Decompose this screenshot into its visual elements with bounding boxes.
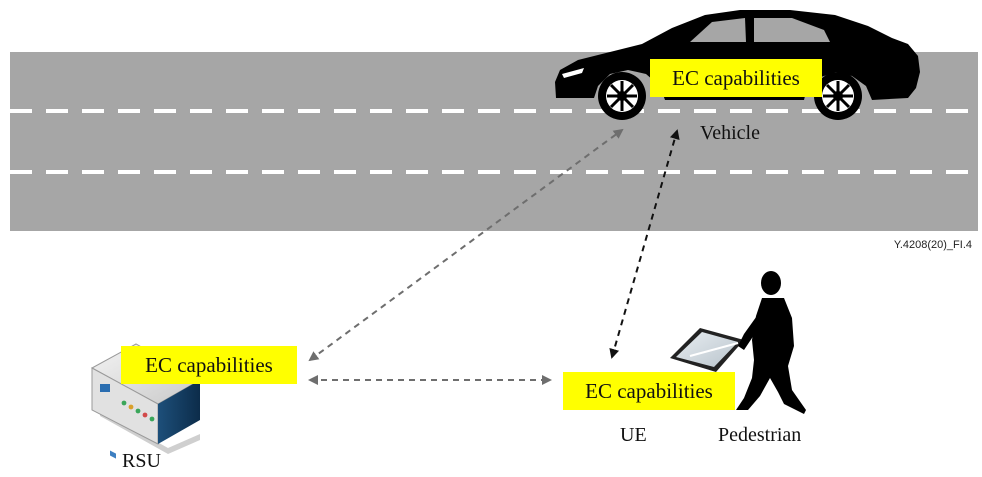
rsu-led-3 xyxy=(135,408,141,414)
pedestrian-body xyxy=(736,298,806,414)
rsu-led-5 xyxy=(149,416,155,422)
rsu-label: RSU xyxy=(122,450,161,472)
ec-capabilities-ue: EC capabilities xyxy=(563,372,735,410)
car-headlight xyxy=(562,68,584,78)
rsu-side xyxy=(158,380,200,444)
pedestrian-head xyxy=(761,271,781,295)
rsu-led-4 xyxy=(142,412,148,418)
car-body xyxy=(555,10,920,100)
pedestrian-icon xyxy=(736,271,806,414)
rsu-port-1 xyxy=(110,450,116,459)
pedestrian-arm xyxy=(738,306,770,350)
link-rsu-vehicle xyxy=(308,128,624,362)
pedestrian-label: Pedestrian xyxy=(718,424,802,446)
ue-label: UE xyxy=(620,424,647,446)
figure-id: Y.4208(20)_FI.4 xyxy=(894,239,972,251)
car-window-front xyxy=(690,18,746,42)
car-icon xyxy=(555,10,920,120)
connections xyxy=(308,128,680,385)
car-window-rear xyxy=(754,18,830,42)
ec-capabilities-vehicle: EC capabilities xyxy=(650,59,822,97)
tablet-screen xyxy=(676,332,738,367)
car-spokes-front xyxy=(607,81,637,111)
rsu-led-2 xyxy=(128,404,134,410)
car-spokes-rear xyxy=(823,81,853,111)
vehicle-label: Vehicle xyxy=(700,122,760,144)
rsu-screen xyxy=(100,384,110,392)
ec-capabilities-rsu: EC capabilities xyxy=(121,346,297,384)
tablet-icon xyxy=(670,328,744,372)
rsu-led-1 xyxy=(121,400,127,406)
tablet-stylus xyxy=(689,342,739,357)
